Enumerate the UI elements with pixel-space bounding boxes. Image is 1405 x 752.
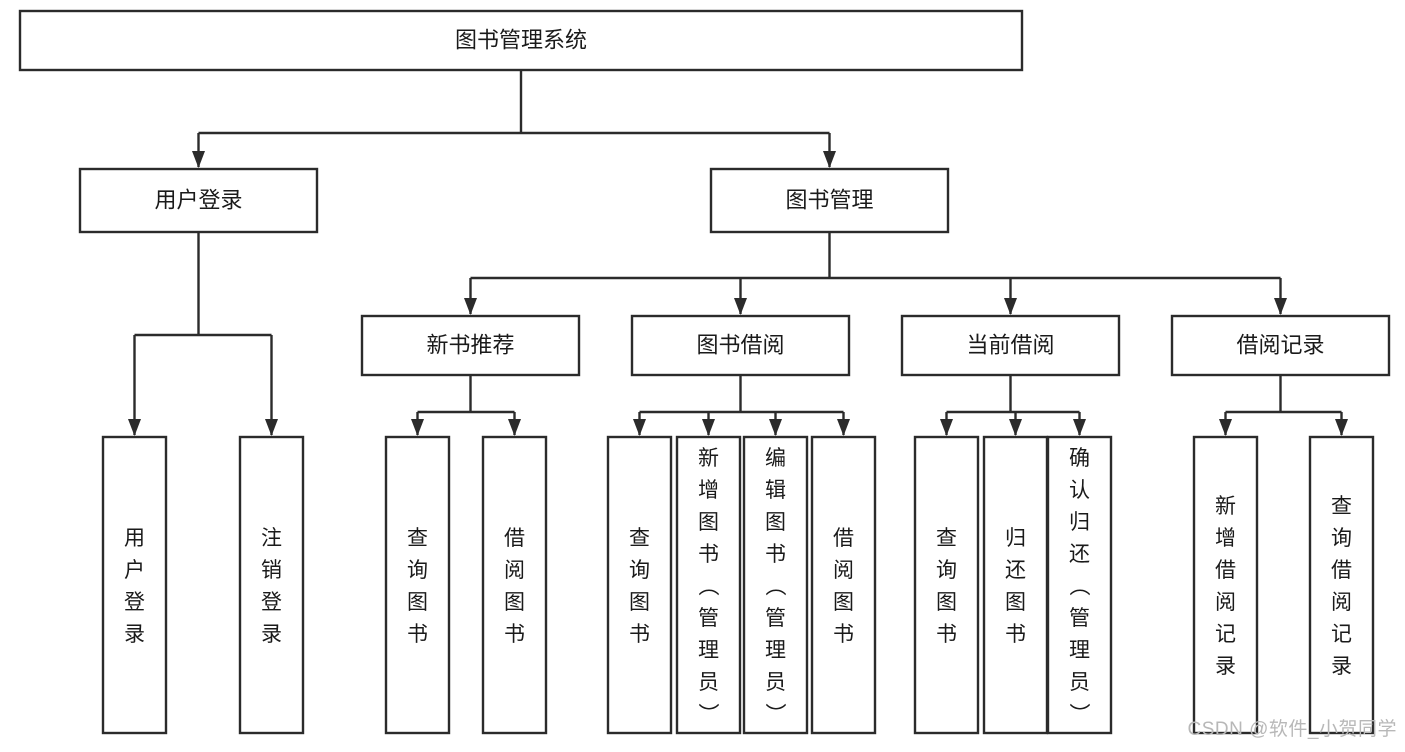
node-label: 查询图书 bbox=[629, 527, 650, 646]
node-leaf-8[interactable]: 查询图书 bbox=[913, 435, 980, 735]
arrow-head-icon bbox=[769, 419, 782, 436]
node-root-0[interactable]: 图书管理系统 bbox=[18, 9, 1024, 72]
arrow-head-icon bbox=[1004, 298, 1017, 315]
node-label: 查询借阅记录 bbox=[1331, 495, 1352, 678]
arrow-head-icon bbox=[940, 419, 953, 436]
node-leaf-9[interactable]: 归还图书 bbox=[982, 435, 1049, 735]
node-box[interactable] bbox=[101, 435, 168, 735]
arrow-head-icon bbox=[633, 419, 646, 436]
node-label: 新增图书（管理员） bbox=[698, 447, 720, 726]
node-label: 编辑图书（管理员） bbox=[765, 447, 787, 726]
arrow-head-icon bbox=[192, 151, 205, 168]
node-box[interactable] bbox=[18, 9, 1024, 72]
arrow-head-icon bbox=[1073, 419, 1086, 436]
node-box[interactable] bbox=[675, 435, 742, 735]
node-label: 确认归还（管理员） bbox=[1069, 447, 1091, 726]
node-box[interactable] bbox=[900, 314, 1121, 377]
arrow-head-icon bbox=[508, 419, 521, 436]
node-label: 新书推荐 bbox=[426, 332, 514, 357]
arrow-head-icon bbox=[128, 419, 141, 436]
node-label: 用户登录 bbox=[154, 187, 242, 212]
node-leaf-2[interactable]: 查询图书 bbox=[384, 435, 451, 735]
arrow-head-icon bbox=[411, 419, 424, 436]
node-leaf-4[interactable]: 查询图书 bbox=[606, 435, 673, 735]
node-leaf-7[interactable]: 借阅图书 bbox=[810, 435, 877, 735]
node-leaf-10[interactable]: 确认归还（管理员） bbox=[1046, 435, 1113, 735]
node-label: 图书借阅 bbox=[696, 332, 784, 357]
arrow-head-icon bbox=[1219, 419, 1232, 436]
node-leaf-12[interactable]: 查询借阅记录 bbox=[1308, 435, 1375, 735]
arrow-head-icon bbox=[837, 419, 850, 436]
arrow-head-icon bbox=[464, 298, 477, 315]
node-label: 查询图书 bbox=[407, 527, 428, 646]
arrow-head-icon bbox=[1009, 419, 1022, 436]
arrow-head-icon bbox=[1274, 298, 1287, 315]
node-box[interactable] bbox=[982, 435, 1049, 735]
node-level3-1[interactable]: 图书借阅 bbox=[630, 314, 851, 377]
node-leaf-11[interactable]: 新增借阅记录 bbox=[1192, 435, 1259, 735]
connectors-layer bbox=[128, 70, 1348, 436]
node-box[interactable] bbox=[709, 167, 950, 234]
node-leaf-3[interactable]: 借阅图书 bbox=[481, 435, 548, 735]
node-box[interactable] bbox=[913, 435, 980, 735]
node-leaf-0[interactable]: 用户登录 bbox=[101, 435, 168, 735]
node-box[interactable] bbox=[238, 435, 305, 735]
node-leaf-1[interactable]: 注销登录 bbox=[238, 435, 305, 735]
csdn-watermark: CSDN @软件_小贺同学 bbox=[1187, 719, 1397, 740]
node-box[interactable] bbox=[606, 435, 673, 735]
node-label: 图书管理 bbox=[785, 187, 873, 212]
node-box[interactable] bbox=[78, 167, 319, 234]
node-label: 借阅图书 bbox=[504, 527, 525, 646]
node-box[interactable] bbox=[810, 435, 877, 735]
node-label: 新增借阅记录 bbox=[1215, 495, 1236, 678]
node-box[interactable] bbox=[742, 435, 809, 735]
node-label: 借阅记录 bbox=[1236, 332, 1324, 357]
nodes-layer: 图书管理系统用户登录图书管理新书推荐图书借阅当前借阅借阅记录用户登录注销登录查询… bbox=[18, 9, 1391, 735]
node-box[interactable] bbox=[1192, 435, 1259, 735]
arrow-head-icon bbox=[1335, 419, 1348, 436]
node-box[interactable] bbox=[481, 435, 548, 735]
arrow-head-icon bbox=[265, 419, 278, 436]
node-box[interactable] bbox=[630, 314, 851, 377]
node-label: 当前借阅 bbox=[966, 332, 1054, 357]
node-box[interactable] bbox=[1046, 435, 1113, 735]
node-leaf-5[interactable]: 新增图书（管理员） bbox=[675, 435, 742, 735]
arrow-head-icon bbox=[702, 419, 715, 436]
node-level3-2[interactable]: 当前借阅 bbox=[900, 314, 1121, 377]
node-box[interactable] bbox=[384, 435, 451, 735]
node-box[interactable] bbox=[360, 314, 581, 377]
node-label: 查询图书 bbox=[936, 527, 957, 646]
node-level3-0[interactable]: 新书推荐 bbox=[360, 314, 581, 377]
node-label: 注销登录 bbox=[261, 527, 282, 646]
node-level3-3[interactable]: 借阅记录 bbox=[1170, 314, 1391, 377]
node-box[interactable] bbox=[1308, 435, 1375, 735]
node-label: 归还图书 bbox=[1005, 527, 1026, 646]
arrow-head-icon bbox=[823, 151, 836, 168]
node-box[interactable] bbox=[1170, 314, 1391, 377]
node-label: 借阅图书 bbox=[833, 527, 854, 646]
node-leaf-6[interactable]: 编辑图书（管理员） bbox=[742, 435, 809, 735]
node-label: 图书管理系统 bbox=[455, 27, 587, 52]
node-level2-0[interactable]: 用户登录 bbox=[78, 167, 319, 234]
arrow-head-icon bbox=[734, 298, 747, 315]
node-label: 用户登录 bbox=[124, 527, 145, 646]
node-level2-1[interactable]: 图书管理 bbox=[709, 167, 950, 234]
